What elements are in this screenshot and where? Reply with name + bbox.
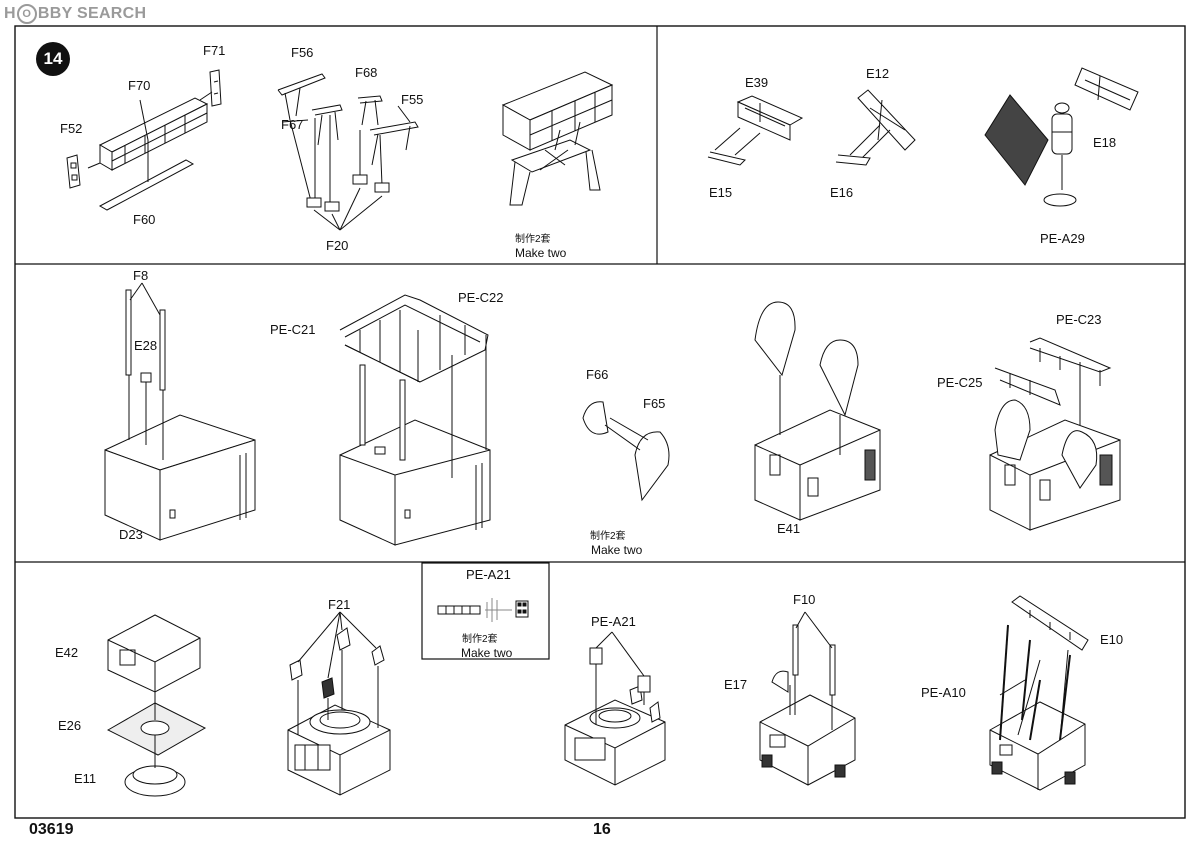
- label-E18: E18: [1093, 135, 1117, 150]
- house-group: [104, 282, 1121, 546]
- label-PE-A29: PE-A29: [1040, 231, 1085, 246]
- page-number: 16: [593, 821, 611, 838]
- label-F55: F55: [401, 92, 424, 107]
- part-F52-drawing: [66, 154, 81, 189]
- label-F20: F20: [326, 238, 349, 253]
- label-F70: F70: [128, 78, 151, 93]
- part-F66-F65-drawing: [582, 401, 670, 502]
- label-E10: E10: [1100, 632, 1124, 647]
- label-F68: F68: [355, 65, 378, 80]
- label-PE-C21: PE-C21: [270, 322, 316, 337]
- label-F10: F10: [793, 592, 816, 607]
- label-PE-A21-inset: PE-A21: [466, 567, 511, 582]
- watermark-prefix: H: [4, 5, 16, 23]
- label-F71: F71: [203, 43, 226, 58]
- make-two-cn-3: 制作2套: [462, 634, 498, 645]
- part-E18-drawing: [984, 67, 1139, 207]
- part-F70-drawing: [98, 97, 209, 171]
- part-E39-drawing: [707, 95, 804, 166]
- antenna-parts-group: [707, 67, 1139, 207]
- label-F21: F21: [328, 597, 351, 612]
- label-PE-A10: PE-A10: [921, 685, 966, 700]
- label-E26: E26: [58, 718, 82, 733]
- label-F60: F60: [133, 212, 156, 227]
- label-PE-C25: PE-C25: [937, 375, 983, 390]
- label-E17: E17: [724, 677, 748, 692]
- label-E41: E41: [777, 521, 801, 536]
- part-E12-drawing: [835, 89, 916, 166]
- part-E41-drawing: [754, 301, 881, 521]
- part-D23-drawing: [104, 282, 256, 541]
- part-PE-A21-inset-drawing: [437, 598, 529, 622]
- label-E42: E42: [55, 645, 79, 660]
- label-F52: F52: [60, 121, 83, 136]
- label-F67: F67: [281, 117, 304, 132]
- house-with-railings-drawing: [989, 337, 1121, 531]
- make-two-en-1: Make two: [515, 246, 567, 260]
- lower-assemblies-group: [106, 562, 1089, 797]
- label-PE-C22: PE-C22: [458, 290, 504, 305]
- watermark-circled-letter: O: [16, 4, 37, 24]
- assembled-rack-drawing: [501, 71, 614, 206]
- make-two-cn-2: 制作2套: [590, 531, 626, 542]
- label-E12: E12: [866, 66, 890, 81]
- label-F8: F8: [133, 268, 149, 283]
- panel-frame: [14, 25, 1186, 819]
- rack-parts-group: [66, 69, 614, 231]
- label-E28: E28: [134, 338, 158, 353]
- part-F10-E17-drawing: [759, 611, 856, 786]
- label-E11: E11: [74, 771, 97, 786]
- make-two-en-2: Make two: [591, 543, 643, 557]
- label-F56: F56: [291, 45, 314, 60]
- kit-code: 03619: [29, 821, 74, 838]
- label-PE-C23: PE-C23: [1056, 312, 1102, 327]
- part-F71-drawing: [209, 69, 222, 107]
- label-F66: F66: [586, 367, 609, 382]
- label-E39: E39: [745, 75, 769, 90]
- label-D23: D23: [119, 527, 143, 542]
- part-E10-PE-A10-drawing: [989, 595, 1089, 791]
- part-F21-drawing: [287, 611, 391, 796]
- watermark-text: BBY SEARCH: [37, 5, 147, 23]
- make-two-cn-1: 制作2套: [515, 234, 551, 245]
- label-E15: E15: [709, 185, 733, 200]
- railing-assembly-drawing: [339, 294, 491, 546]
- label-PE-A21: PE-A21: [591, 614, 636, 629]
- label-F65: F65: [643, 396, 666, 411]
- part-F60-drawing: [98, 159, 195, 211]
- make-two-en-3: Make two: [461, 646, 513, 660]
- stand-drawing: [277, 73, 419, 231]
- part-PE-A21-drawing: [564, 631, 666, 786]
- step-number-badge: 14: [36, 42, 70, 76]
- stack-E42-E26-E11-drawing: [106, 614, 207, 797]
- label-E16: E16: [830, 185, 854, 200]
